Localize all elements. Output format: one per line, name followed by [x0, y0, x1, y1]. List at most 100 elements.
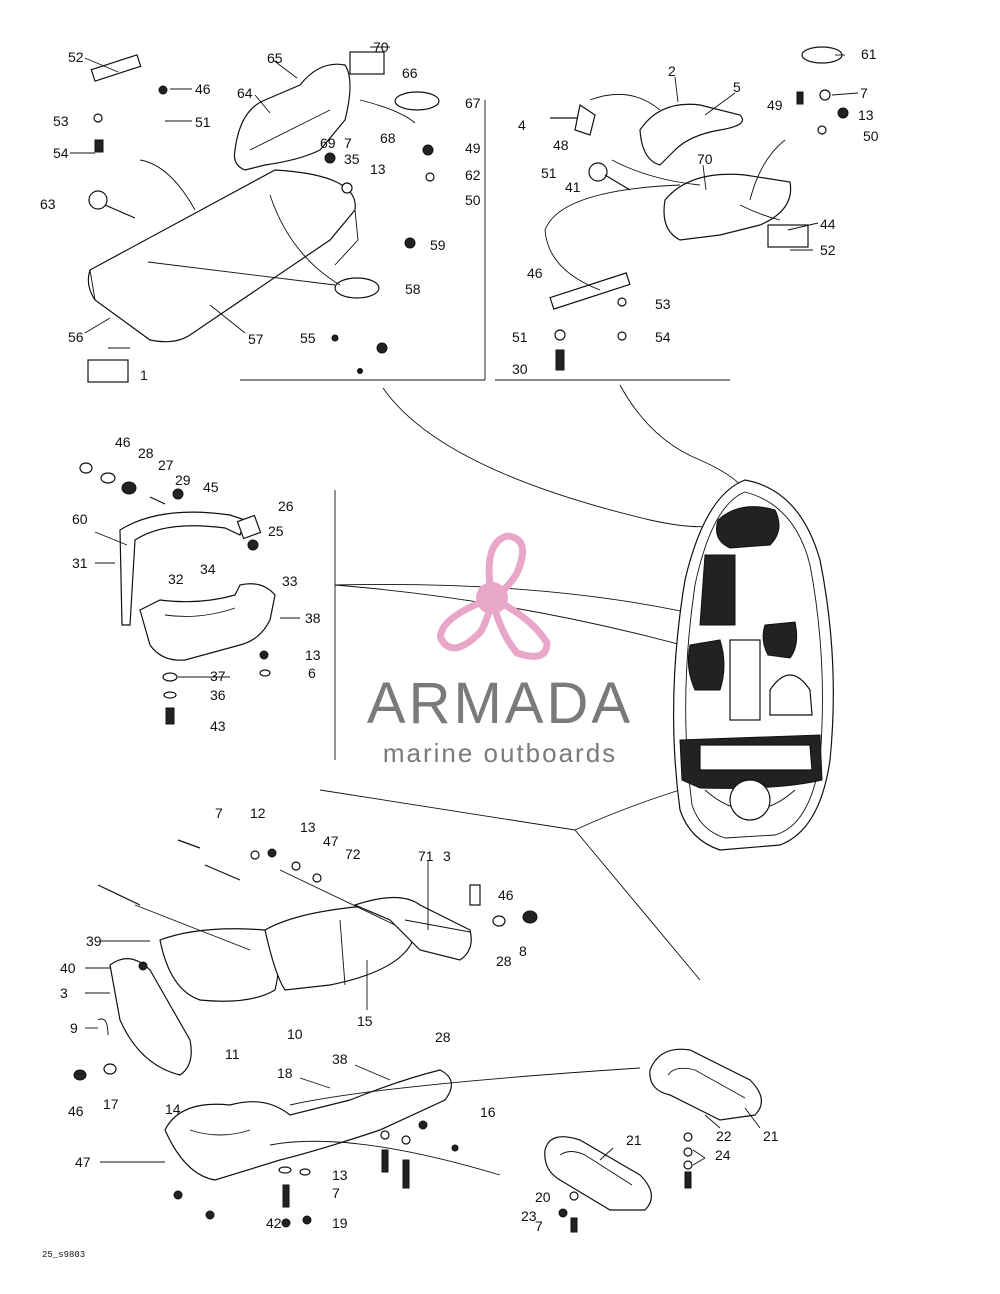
callout: 24 [715, 1147, 731, 1163]
callout: 29 [175, 472, 191, 488]
callout: 70 [697, 151, 713, 167]
callout: 13 [332, 1167, 348, 1183]
callout: 7 [215, 805, 223, 821]
callout: 6 [308, 665, 316, 681]
callout: 70 [373, 39, 389, 55]
callout: 53 [655, 296, 671, 312]
group-top-right [495, 46, 859, 381]
callout: 56 [68, 329, 84, 345]
latch-handle-2 [334, 277, 380, 299]
storage-lid [639, 103, 744, 166]
callout: 12 [250, 805, 266, 821]
callout: 51 [512, 329, 528, 345]
callout: 21 [626, 1132, 642, 1148]
callout: 71 [418, 848, 434, 864]
callout: 46 [195, 81, 211, 97]
callout: 33 [282, 573, 298, 589]
front-seat-cushion [159, 928, 279, 1002]
callout: 49 [767, 97, 783, 113]
callout: 67 [465, 95, 481, 111]
callout: 43 [210, 718, 226, 734]
callout: 46 [68, 1103, 84, 1119]
callout: 13 [300, 819, 316, 835]
callout: 22 [716, 1128, 732, 1144]
callout: 1 [140, 367, 148, 383]
callout: 15 [357, 1013, 373, 1029]
callout: 25 [268, 523, 284, 539]
label-decal [349, 51, 385, 75]
callout: 69 [320, 135, 336, 151]
callout: 51 [541, 165, 557, 181]
callout: 18 [277, 1065, 293, 1081]
seat-cover [663, 173, 792, 241]
callout: 2 [668, 63, 676, 79]
callout: 57 [248, 331, 264, 347]
callout: 48 [553, 137, 569, 153]
callout: 26 [278, 498, 294, 514]
knob [88, 190, 108, 210]
armrest-pad [139, 583, 276, 661]
callout: 54 [53, 145, 69, 161]
callout: 46 [498, 887, 514, 903]
callout: 28 [496, 953, 512, 969]
callout: 37 [210, 668, 226, 684]
callout: 30 [512, 361, 528, 377]
callout: 36 [210, 687, 226, 703]
callout: 10 [287, 1026, 303, 1042]
callout: 14 [165, 1101, 181, 1117]
center-console [729, 639, 761, 721]
callout: 4 [518, 117, 526, 133]
bracket-plate [90, 54, 142, 82]
callout: 50 [863, 128, 879, 144]
callout: 41 [565, 179, 581, 195]
callout: 65 [267, 50, 283, 66]
callout: 53 [53, 113, 69, 129]
callout: 35 [344, 151, 360, 167]
callout: 32 [168, 571, 184, 587]
callout: 38 [332, 1051, 348, 1067]
callout: 44 [820, 216, 836, 232]
callout: 58 [405, 281, 421, 297]
knob [588, 162, 608, 182]
side-panel [109, 958, 192, 1076]
callout: 11 [225, 1046, 240, 1062]
group-top-left [70, 46, 486, 383]
callout: 60 [72, 511, 88, 527]
callout: 5 [733, 79, 741, 95]
callout: 16 [480, 1104, 496, 1120]
callout: 31 [72, 555, 88, 571]
callout: 46 [115, 434, 131, 450]
callout: 47 [323, 833, 339, 849]
callout: 52 [68, 49, 84, 65]
diagram-code: 25_s9803 [42, 1250, 85, 1260]
callout: 13 [305, 647, 321, 663]
callout: 66 [402, 65, 418, 81]
callout: 47 [75, 1154, 91, 1170]
callout: 55 [300, 330, 316, 346]
callout: 17 [103, 1096, 119, 1112]
callout: 8 [519, 943, 527, 959]
callout: 61 [861, 46, 877, 62]
callout: 68 [380, 130, 396, 146]
seat-base-cushion [87, 169, 356, 343]
grab-handle-bar [119, 511, 246, 626]
callout: 40 [60, 960, 76, 976]
callout: 7 [535, 1218, 543, 1234]
callout: 13 [370, 161, 386, 177]
watermark-tagline: marine outboards [383, 738, 617, 768]
callout: 63 [40, 196, 56, 212]
callout: 54 [655, 329, 671, 345]
lower-seat-frame [164, 1069, 452, 1181]
callout: 28 [138, 445, 154, 461]
grab-strap-1 [649, 1048, 762, 1121]
callout-labels: 52 70 65 64 66 67 46 53 51 54 69 7 35 13… [40, 39, 879, 1234]
watermark-brand: ARMADA [367, 671, 633, 736]
spacer [469, 884, 481, 906]
callout: 50 [465, 192, 481, 208]
callout: 23 [521, 1208, 537, 1224]
callout: 45 [203, 479, 219, 495]
callout: 64 [237, 85, 253, 101]
propeller-icon [437, 532, 551, 660]
callout: 13 [858, 107, 874, 123]
